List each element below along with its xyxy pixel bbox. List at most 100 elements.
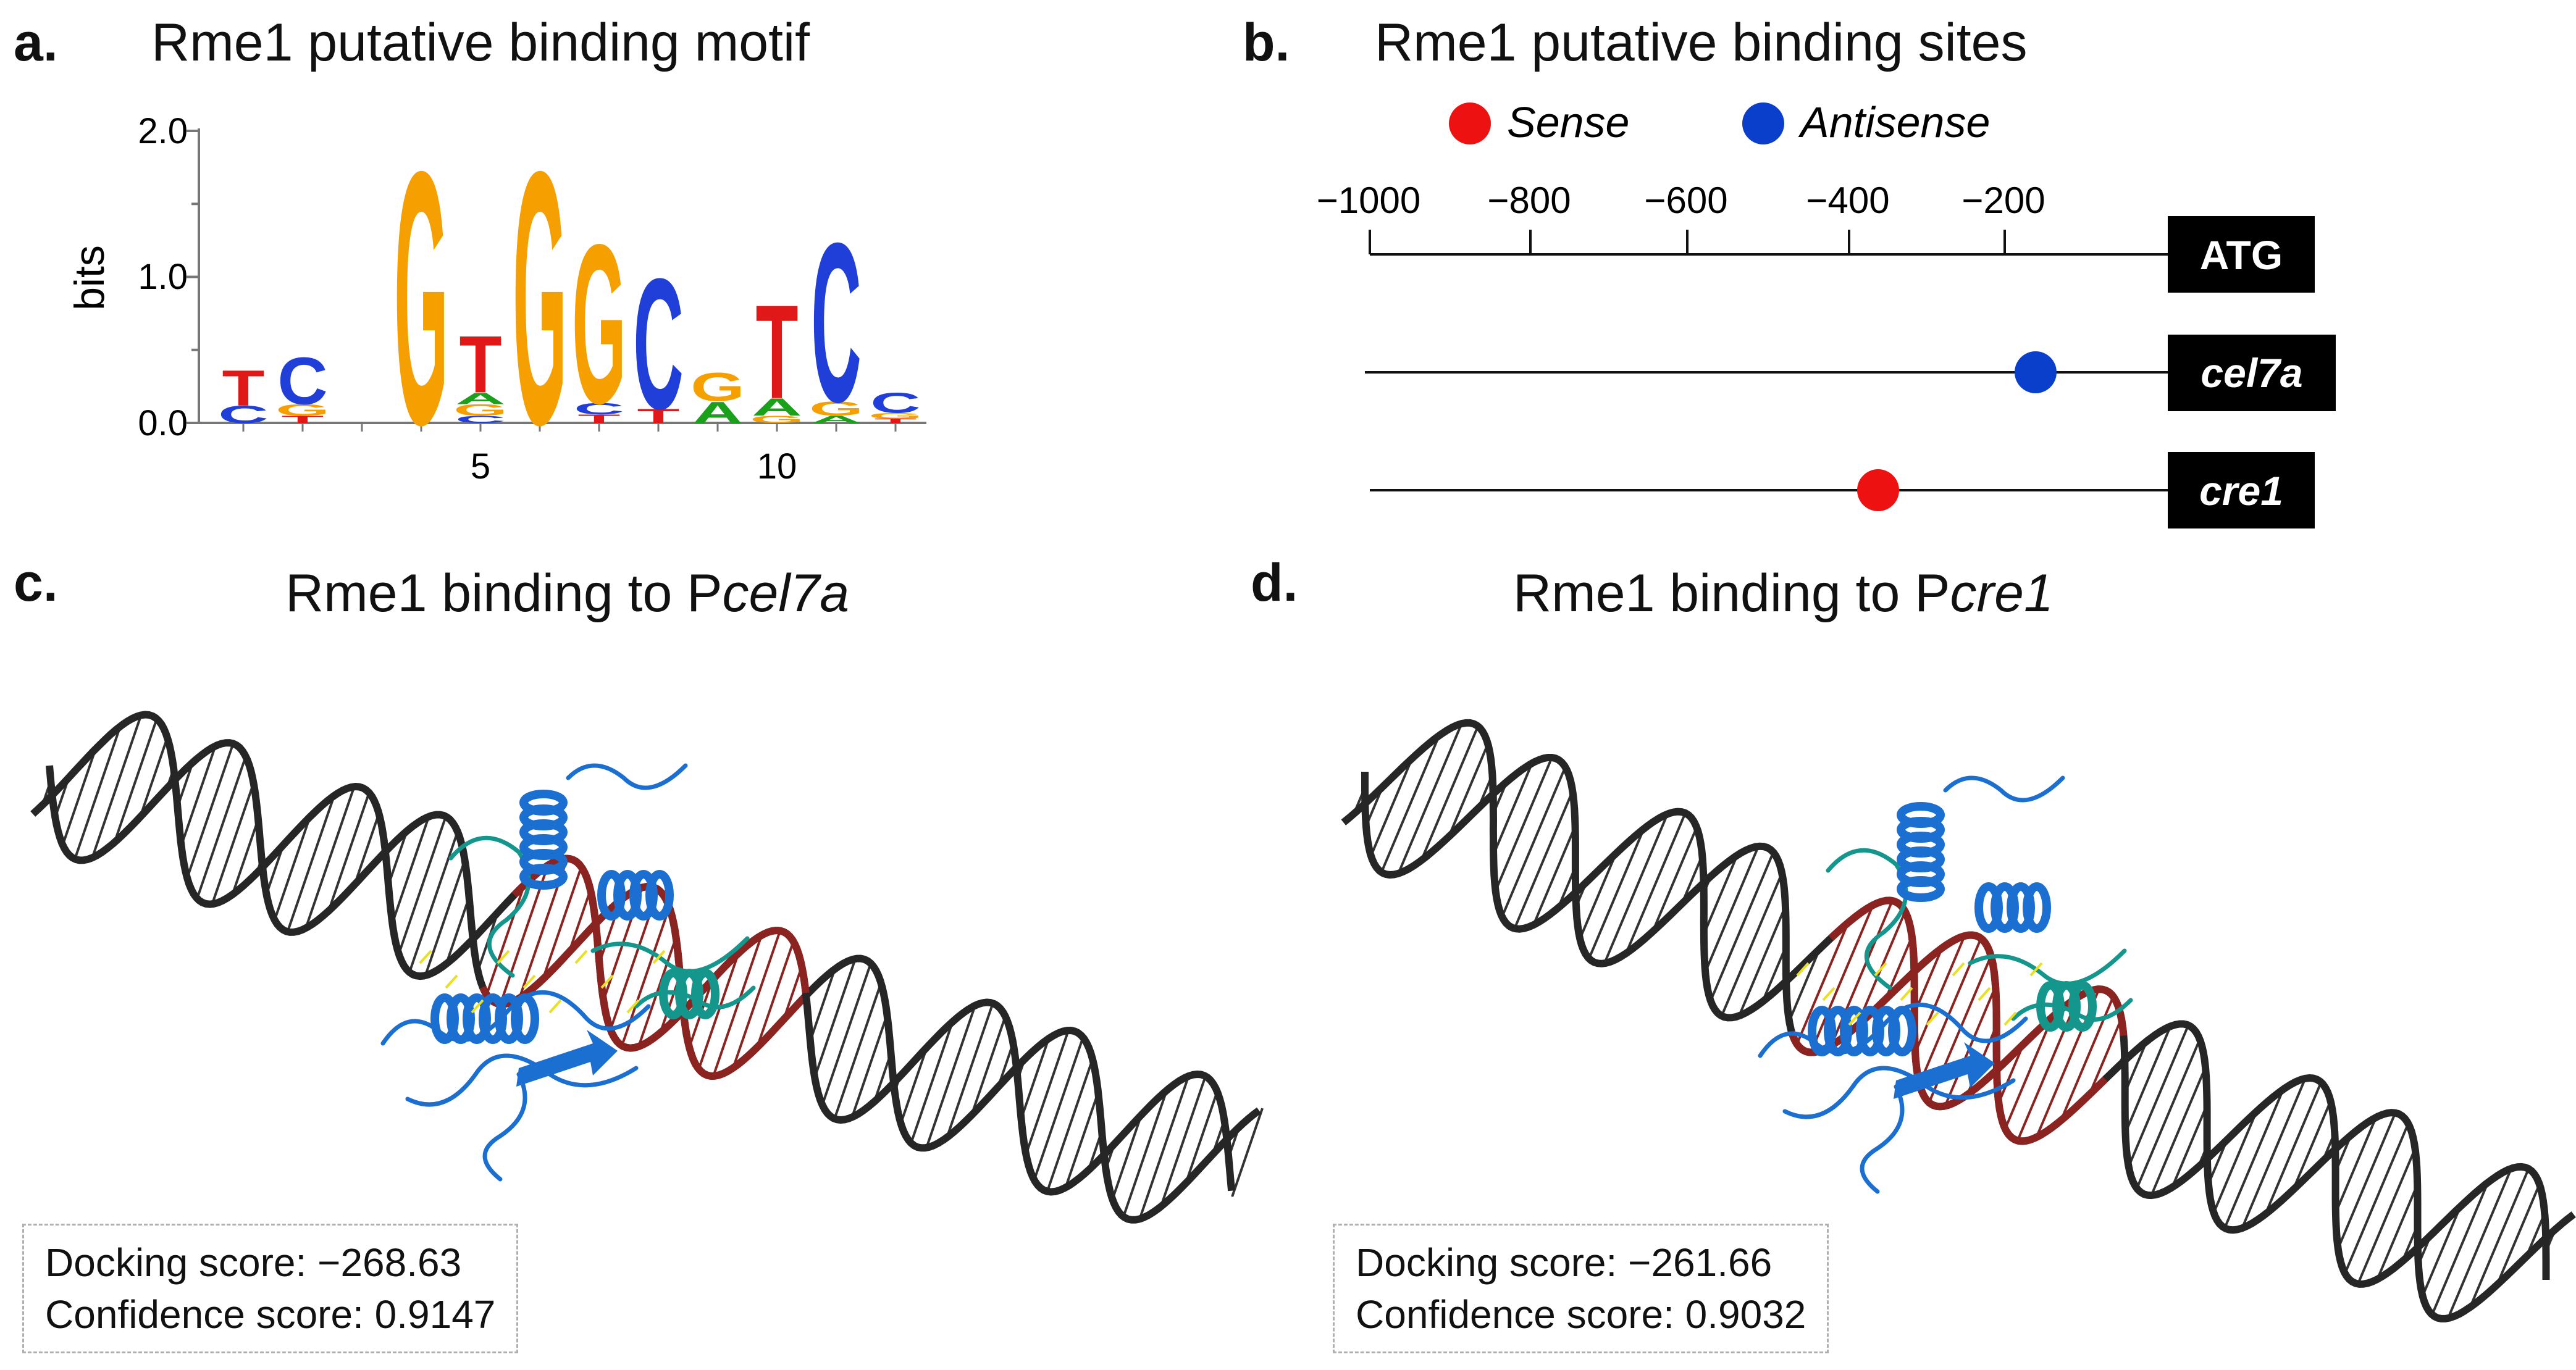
logo-letter-t: T <box>875 417 917 424</box>
protein-loop <box>1782 1066 2016 1119</box>
dna-strand-2 <box>1341 719 2550 1288</box>
legend-antisense-dot <box>1742 102 1784 144</box>
contact-stick <box>1952 962 1965 977</box>
logo-letter-c: C <box>218 401 268 428</box>
panel-d-title: Rme1 binding to Pcre1 <box>1513 563 2054 624</box>
protein-loop <box>1860 1084 1905 1194</box>
contact-stick <box>471 999 484 1014</box>
contact-stick <box>652 950 666 964</box>
panel-a-title: Rme1 putative binding motif <box>151 13 810 72</box>
axis-tick-200: −200 <box>1961 180 2045 221</box>
panel-d-letter: d. <box>1251 553 1298 612</box>
dna-double-helix <box>1341 719 2576 1322</box>
binding-sites-chart: Sense Antisense −1000 −800 −600 −400 −20… <box>1317 98 2336 528</box>
docking-structure-cel7a <box>30 711 1264 1224</box>
logo-letter-t: T <box>756 277 799 427</box>
logo-letter-t: T <box>282 414 324 425</box>
contact-stick <box>1978 987 1991 1001</box>
protein-loop <box>405 1053 639 1107</box>
contact-stick <box>2029 962 2043 977</box>
contact-stick <box>1848 1011 1861 1026</box>
panel-d-title-prefix: Rme1 binding to P <box>1513 564 1950 623</box>
panel-c-letter: c. <box>14 553 58 612</box>
logo-letter-g: G <box>572 197 626 451</box>
base-pairs <box>41 714 1264 1220</box>
logo-letter-g: G <box>275 401 330 419</box>
contact-stick <box>1796 962 1810 977</box>
logo-letter-g: G <box>513 97 567 500</box>
axis-tick-600: −600 <box>1644 180 1727 221</box>
logo-ytick-2: 2.0 <box>138 111 188 151</box>
cre1-sense-site <box>1857 469 1899 511</box>
panel-c-title-gene: cel7a <box>722 564 850 623</box>
contact-stick <box>497 950 510 964</box>
logo-letter-t: T <box>637 404 680 427</box>
legend-sense-dot <box>1449 102 1491 144</box>
protein-loop <box>482 1072 527 1182</box>
gene-label-cel7a: cel7a <box>2168 335 2336 411</box>
rme1-protein-cartoon <box>1758 775 2133 1194</box>
gene-label-cre1: cre1 <box>2168 452 2315 528</box>
contact-stick <box>548 999 562 1014</box>
contact-stick <box>574 950 588 964</box>
logo-xtick-10: 10 <box>757 446 797 487</box>
protein-loop <box>1826 848 1908 990</box>
rme1-protein-cartoon <box>380 763 756 1182</box>
dna-strand-2-bound-region <box>511 854 810 1052</box>
logo-letter-c: C <box>574 399 624 417</box>
logo-letter-a: A <box>811 414 861 425</box>
contact-stick <box>1822 987 1836 1001</box>
protein-beta-strand <box>516 1030 618 1087</box>
logo-letter-c: C <box>811 196 861 449</box>
protein-helix-turn <box>645 870 674 921</box>
svg-text:cel7a: cel7a <box>2201 350 2302 396</box>
logo-letter-c: C <box>870 387 920 419</box>
gene-label-atg: ATG <box>2168 216 2315 293</box>
contact-stick <box>626 999 640 1014</box>
logo-letter-g: G <box>809 398 863 420</box>
docking-score: Docking score: −261.66 <box>1356 1240 1773 1285</box>
logo-letter-t: T <box>578 412 621 425</box>
panel-b-title: Rme1 putative binding sites <box>1375 13 2028 72</box>
contact-stick <box>445 974 458 989</box>
logo-letter-a: A <box>455 390 505 407</box>
logo-letter-c: C <box>633 241 683 449</box>
legend-antisense-label: Antisense <box>1798 98 1990 146</box>
logo-xtick-5: 5 <box>471 446 490 487</box>
logo-letter-g: G <box>453 401 508 419</box>
panel-d-title-gene: cre1 <box>1950 564 2054 623</box>
protein-loop <box>1968 948 2127 986</box>
protein-helix-turn <box>2023 882 2051 933</box>
score-box-cre1: Docking score: −261.66 Confidence score:… <box>1333 1224 1829 1353</box>
protein-helix-turn <box>691 969 720 1019</box>
logo-letter-t: T <box>459 319 502 409</box>
logo-letter-c: C <box>277 344 327 419</box>
logo-letter-a: A <box>752 394 802 421</box>
contact-stick <box>2003 1011 2017 1026</box>
axis-tick-800: −800 <box>1487 180 1571 221</box>
protein-loop <box>590 936 750 974</box>
protein-loop <box>566 763 688 790</box>
panel-b-letter: b. <box>1243 13 1290 72</box>
contact-stick <box>1926 1011 1939 1026</box>
score-box-cel7a: Docking score: −268.63 Confidence score:… <box>22 1224 519 1353</box>
logo-ytick-1: 1.0 <box>138 257 188 297</box>
axis-tick-400: −400 <box>1806 180 1889 221</box>
protein-helix-turn <box>1888 1006 1916 1056</box>
docking-score: Docking score: −268.63 <box>45 1240 462 1285</box>
protein-loop <box>1943 775 2065 803</box>
logo-ytick-0: 0.0 <box>138 403 188 443</box>
protein-helix-turn <box>1897 876 1945 902</box>
svg-text:ATG: ATG <box>2200 232 2283 278</box>
logo-letter-g: G <box>690 364 745 410</box>
protein-helix-turn <box>519 864 568 890</box>
logo-letter-a: A <box>692 396 742 430</box>
legend-sense-label: Sense <box>1507 98 1629 146</box>
logo-ylabel: bits <box>66 245 113 311</box>
confidence-score: Confidence score: 0.9147 <box>45 1292 496 1337</box>
protein-helix-turn <box>511 993 539 1044</box>
dna-strand-1-bound-region <box>479 883 807 1080</box>
docking-structure-cre1 <box>1341 719 2576 1322</box>
contact-stick <box>522 974 536 989</box>
